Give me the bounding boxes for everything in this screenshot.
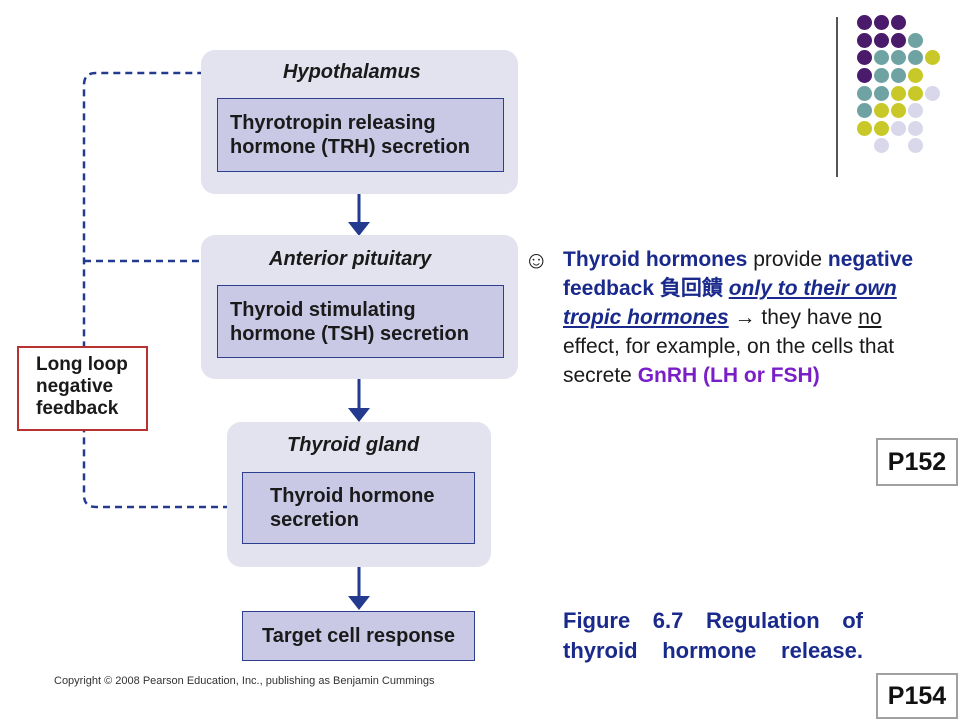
decorative-dot — [857, 68, 872, 83]
hypothalamus-title: Hypothalamus — [283, 61, 421, 83]
decorative-dot — [891, 15, 906, 30]
decorative-dot — [891, 121, 906, 136]
note-arrow: → — [728, 306, 762, 329]
vertical-divider — [836, 17, 838, 177]
decorative-dot — [908, 33, 923, 48]
thyroid-hormone-box: Thyroid hormone secretion — [242, 472, 475, 544]
copyright-notice: Copyright © 2008 Pearson Education, Inc.… — [54, 675, 435, 687]
decorative-dot — [874, 33, 889, 48]
decorative-dot — [874, 68, 889, 83]
trh-secretion-box: Thyrotropin releasing hormone (TRH) secr… — [217, 98, 504, 172]
note-thyroid-hormones: Thyroid hormones — [563, 248, 748, 271]
target-cell-response-box: Target cell response — [242, 611, 475, 661]
thyroid-title: Thyroid gland — [287, 434, 420, 456]
note-they-have: they have — [761, 306, 859, 329]
trh-line-1: Thyrotropin releasing — [230, 112, 436, 134]
decorative-dot — [891, 68, 906, 83]
decorative-dot — [874, 15, 889, 30]
decorative-dot — [857, 15, 872, 30]
note-lh-fsh: (LH or FSH) — [703, 364, 820, 387]
decorative-dot — [925, 86, 940, 101]
tsh-secretion-box: Thyroid stimulating hormone (TSH) secret… — [217, 285, 504, 358]
tsh-line-2: hormone (TSH) secretion — [230, 322, 469, 345]
decorative-dot — [908, 138, 923, 153]
decorative-dot — [908, 121, 923, 136]
decorative-dot — [908, 103, 923, 118]
decorative-dot — [874, 103, 889, 118]
note-gnrh: GnRH — [637, 364, 698, 387]
decorative-dot — [874, 121, 889, 136]
decorative-dot — [891, 86, 906, 101]
note-effect: effect, for example, on the cells that s… — [563, 335, 895, 387]
decorative-dot — [908, 86, 923, 101]
decorative-dot — [891, 103, 906, 118]
smiley-bullet-icon: ☺ — [524, 247, 549, 274]
pituitary-title: Anterior pituitary — [269, 248, 432, 270]
loop-line-1: Long loop — [36, 354, 128, 375]
note-tropic-hormones: only to their own tropic hormones — [563, 277, 897, 329]
trh-line-2: hormone (TRH) secretion — [230, 136, 471, 158]
note-provide: provide — [747, 248, 828, 271]
page-ref-p154: P154 — [876, 673, 958, 719]
decorative-dot — [857, 121, 872, 136]
decorative-dot — [908, 50, 923, 65]
loop-line-2: negative — [36, 376, 114, 397]
loop-line-3: feedback — [36, 398, 119, 419]
thyroid-line-2: secretion — [270, 509, 359, 531]
long-loop-feedback-label: Long loop negative feedback — [17, 346, 148, 431]
decorative-dot — [857, 103, 872, 118]
note-negative-feedback: negative feedback 負回饋 — [563, 248, 914, 300]
tsh-line-1: Thyroid stimulating — [230, 298, 416, 321]
note-no: no — [858, 306, 882, 329]
decorative-dot — [857, 86, 872, 101]
decorative-dot — [874, 50, 889, 65]
decorative-dot — [857, 50, 872, 65]
feedback-note: Thyroid hormones provide negative feedba… — [563, 245, 943, 390]
feedback-loop-dashed — [82, 71, 266, 509]
decorative-dot — [891, 50, 906, 65]
decorative-dot — [891, 33, 906, 48]
decorative-dot — [925, 50, 940, 65]
decorative-dot — [874, 86, 889, 101]
thyroid-line-1: Thyroid hormone — [270, 485, 435, 507]
decorative-dot — [874, 138, 889, 153]
figure-caption: Figure 6.7 Regulation of thyroid hormone… — [563, 608, 863, 663]
decorative-dot — [908, 68, 923, 83]
decorative-dot — [857, 33, 872, 48]
page-ref-p152: P152 — [876, 438, 958, 486]
